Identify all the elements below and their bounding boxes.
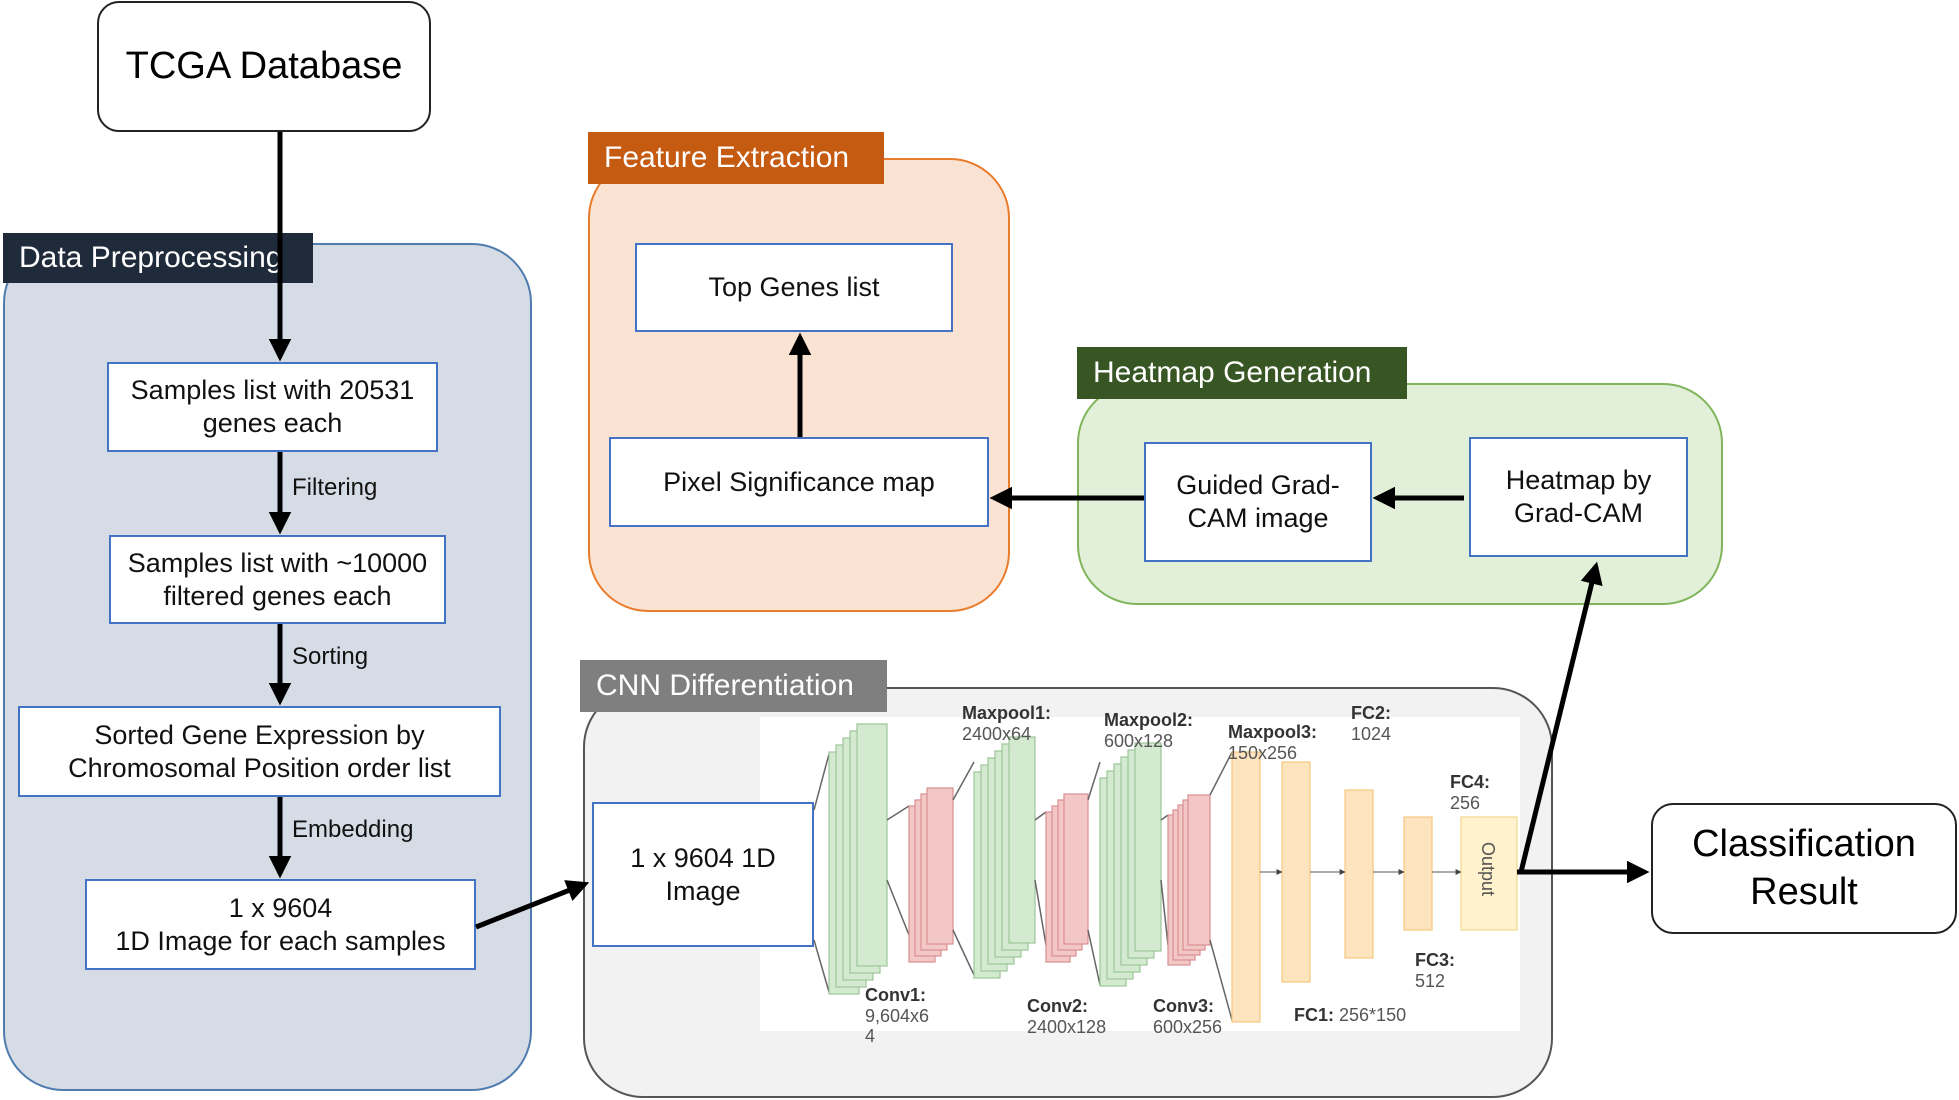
maxpool3-stack (1167, 794, 1211, 966)
fc2-block (1344, 789, 1374, 959)
heatmap-generation-tag: Heatmap Generation (1077, 347, 1407, 399)
input-funnel-lines (813, 753, 830, 993)
fc4-label: FC4:256 (1450, 772, 1490, 813)
classification-result-node: Classification Result (1651, 803, 1957, 934)
fc1-block (1231, 751, 1261, 1023)
feature-extraction-tag: Feature Extraction (588, 132, 884, 184)
sorted-gene-expression-node: Sorted Gene Expression by Chromosomal Po… (18, 706, 501, 797)
conv3-stack (1099, 742, 1162, 987)
sorting-label: Sorting (292, 643, 369, 670)
fc2-label: FC2:1024 (1351, 703, 1392, 744)
pixel-significance-node: Pixel Significance map (609, 437, 989, 527)
output-to-heatmap-arrow (1518, 561, 1603, 873)
filtered-samples-node: Samples list with ~10000 filtered genes … (109, 535, 446, 624)
fc3-block (1403, 816, 1433, 931)
top-genes-node: Top Genes list (635, 243, 953, 332)
gradcam-heatmap-node: Heatmap by Grad-CAM (1469, 437, 1688, 557)
embedded-to-cnn-arrow (475, 880, 590, 930)
guided-gradcam-node: Guided Grad- CAM image (1144, 442, 1372, 562)
maxpool2-label: Maxpool2:600x128 (1104, 710, 1194, 751)
maxpool2-stack (1045, 793, 1089, 963)
embedding-label: Embedding (292, 816, 414, 843)
cnn-input-node: 1 x 9604 1D Image (592, 802, 814, 947)
conv1-label: Conv1:9,604x6 4 (865, 985, 930, 1047)
fc3-label: FC3:512 (1415, 950, 1455, 991)
maxpool1-label: Maxpool1:2400x64 (962, 703, 1052, 744)
embedded-image-node: 1 x 9604 1D Image for each samples (85, 879, 476, 970)
conv1-stack (828, 723, 888, 995)
conv3-label: Conv3:600x256 (1153, 996, 1223, 1037)
samples-list-node: Samples list with 20531 genes each (107, 362, 438, 452)
fc1-label: FC1: 256*150 (1294, 1005, 1407, 1025)
cnn-differentiation-tag: CNN Differentiation (580, 660, 887, 712)
fc1b-block (1281, 761, 1311, 983)
conv2-label: Conv2:2400x128 (1027, 996, 1107, 1037)
output-label: Output (1478, 842, 1498, 896)
filtering-label: Filtering (292, 474, 378, 501)
data-preprocessing-tag: Data Preprocessing (3, 233, 313, 283)
tcga-database-node: TCGA Database (97, 1, 431, 132)
output-block (1460, 816, 1518, 931)
maxpool3-label: Maxpool3:150x256 (1228, 722, 1318, 763)
maxpool1-stack (908, 787, 954, 963)
conv2-stack (973, 736, 1036, 979)
